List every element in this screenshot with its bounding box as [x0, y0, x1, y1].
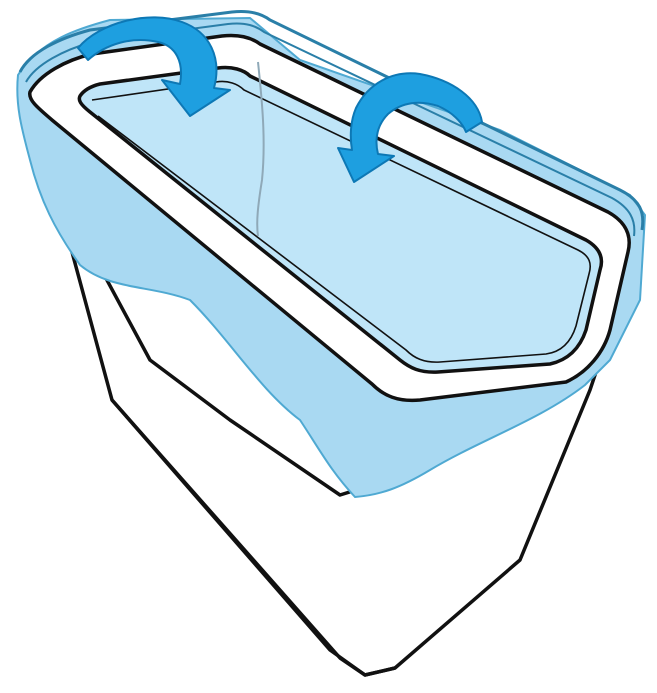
- container-liner-illustration: [0, 0, 657, 693]
